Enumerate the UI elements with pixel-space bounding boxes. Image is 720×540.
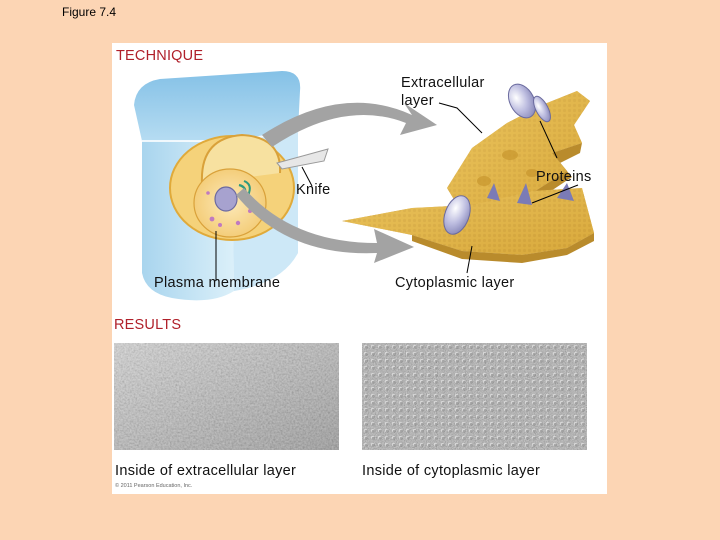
proteins bbox=[443, 83, 574, 235]
extracellular-leaflet bbox=[447, 91, 590, 229]
results-heading: RESULTS bbox=[114, 317, 182, 333]
knife-label: Knife bbox=[296, 182, 331, 198]
proteins-label: Proteins bbox=[536, 169, 592, 185]
cytoplasmic-result-caption: Inside of cytoplasmic layer bbox=[362, 463, 541, 479]
extracellular-layer-label: Extracellular layer bbox=[401, 75, 485, 110]
micrograph-extracellular bbox=[114, 343, 339, 450]
technique-heading: TECHNIQUE bbox=[116, 48, 204, 64]
micrograph-cytoplasmic bbox=[362, 343, 587, 450]
fracture-arrows bbox=[236, 102, 437, 263]
extracellular-result-caption: Inside of extracellular layer bbox=[115, 463, 297, 479]
knife-blade bbox=[276, 148, 329, 170]
figure-panel: TECHNIQUE bbox=[112, 43, 607, 494]
leader-lines bbox=[215, 102, 579, 281]
figure-label: Figure 7.4 bbox=[62, 5, 117, 19]
plasma-membrane-label: Plasma membrane bbox=[154, 275, 281, 291]
copyright-credit: © 2011 Pearson Education, Inc. bbox=[115, 483, 193, 489]
cytoplasmic-layer-label: Cytoplasmic layer bbox=[395, 275, 515, 291]
technique-illustration bbox=[134, 71, 594, 301]
